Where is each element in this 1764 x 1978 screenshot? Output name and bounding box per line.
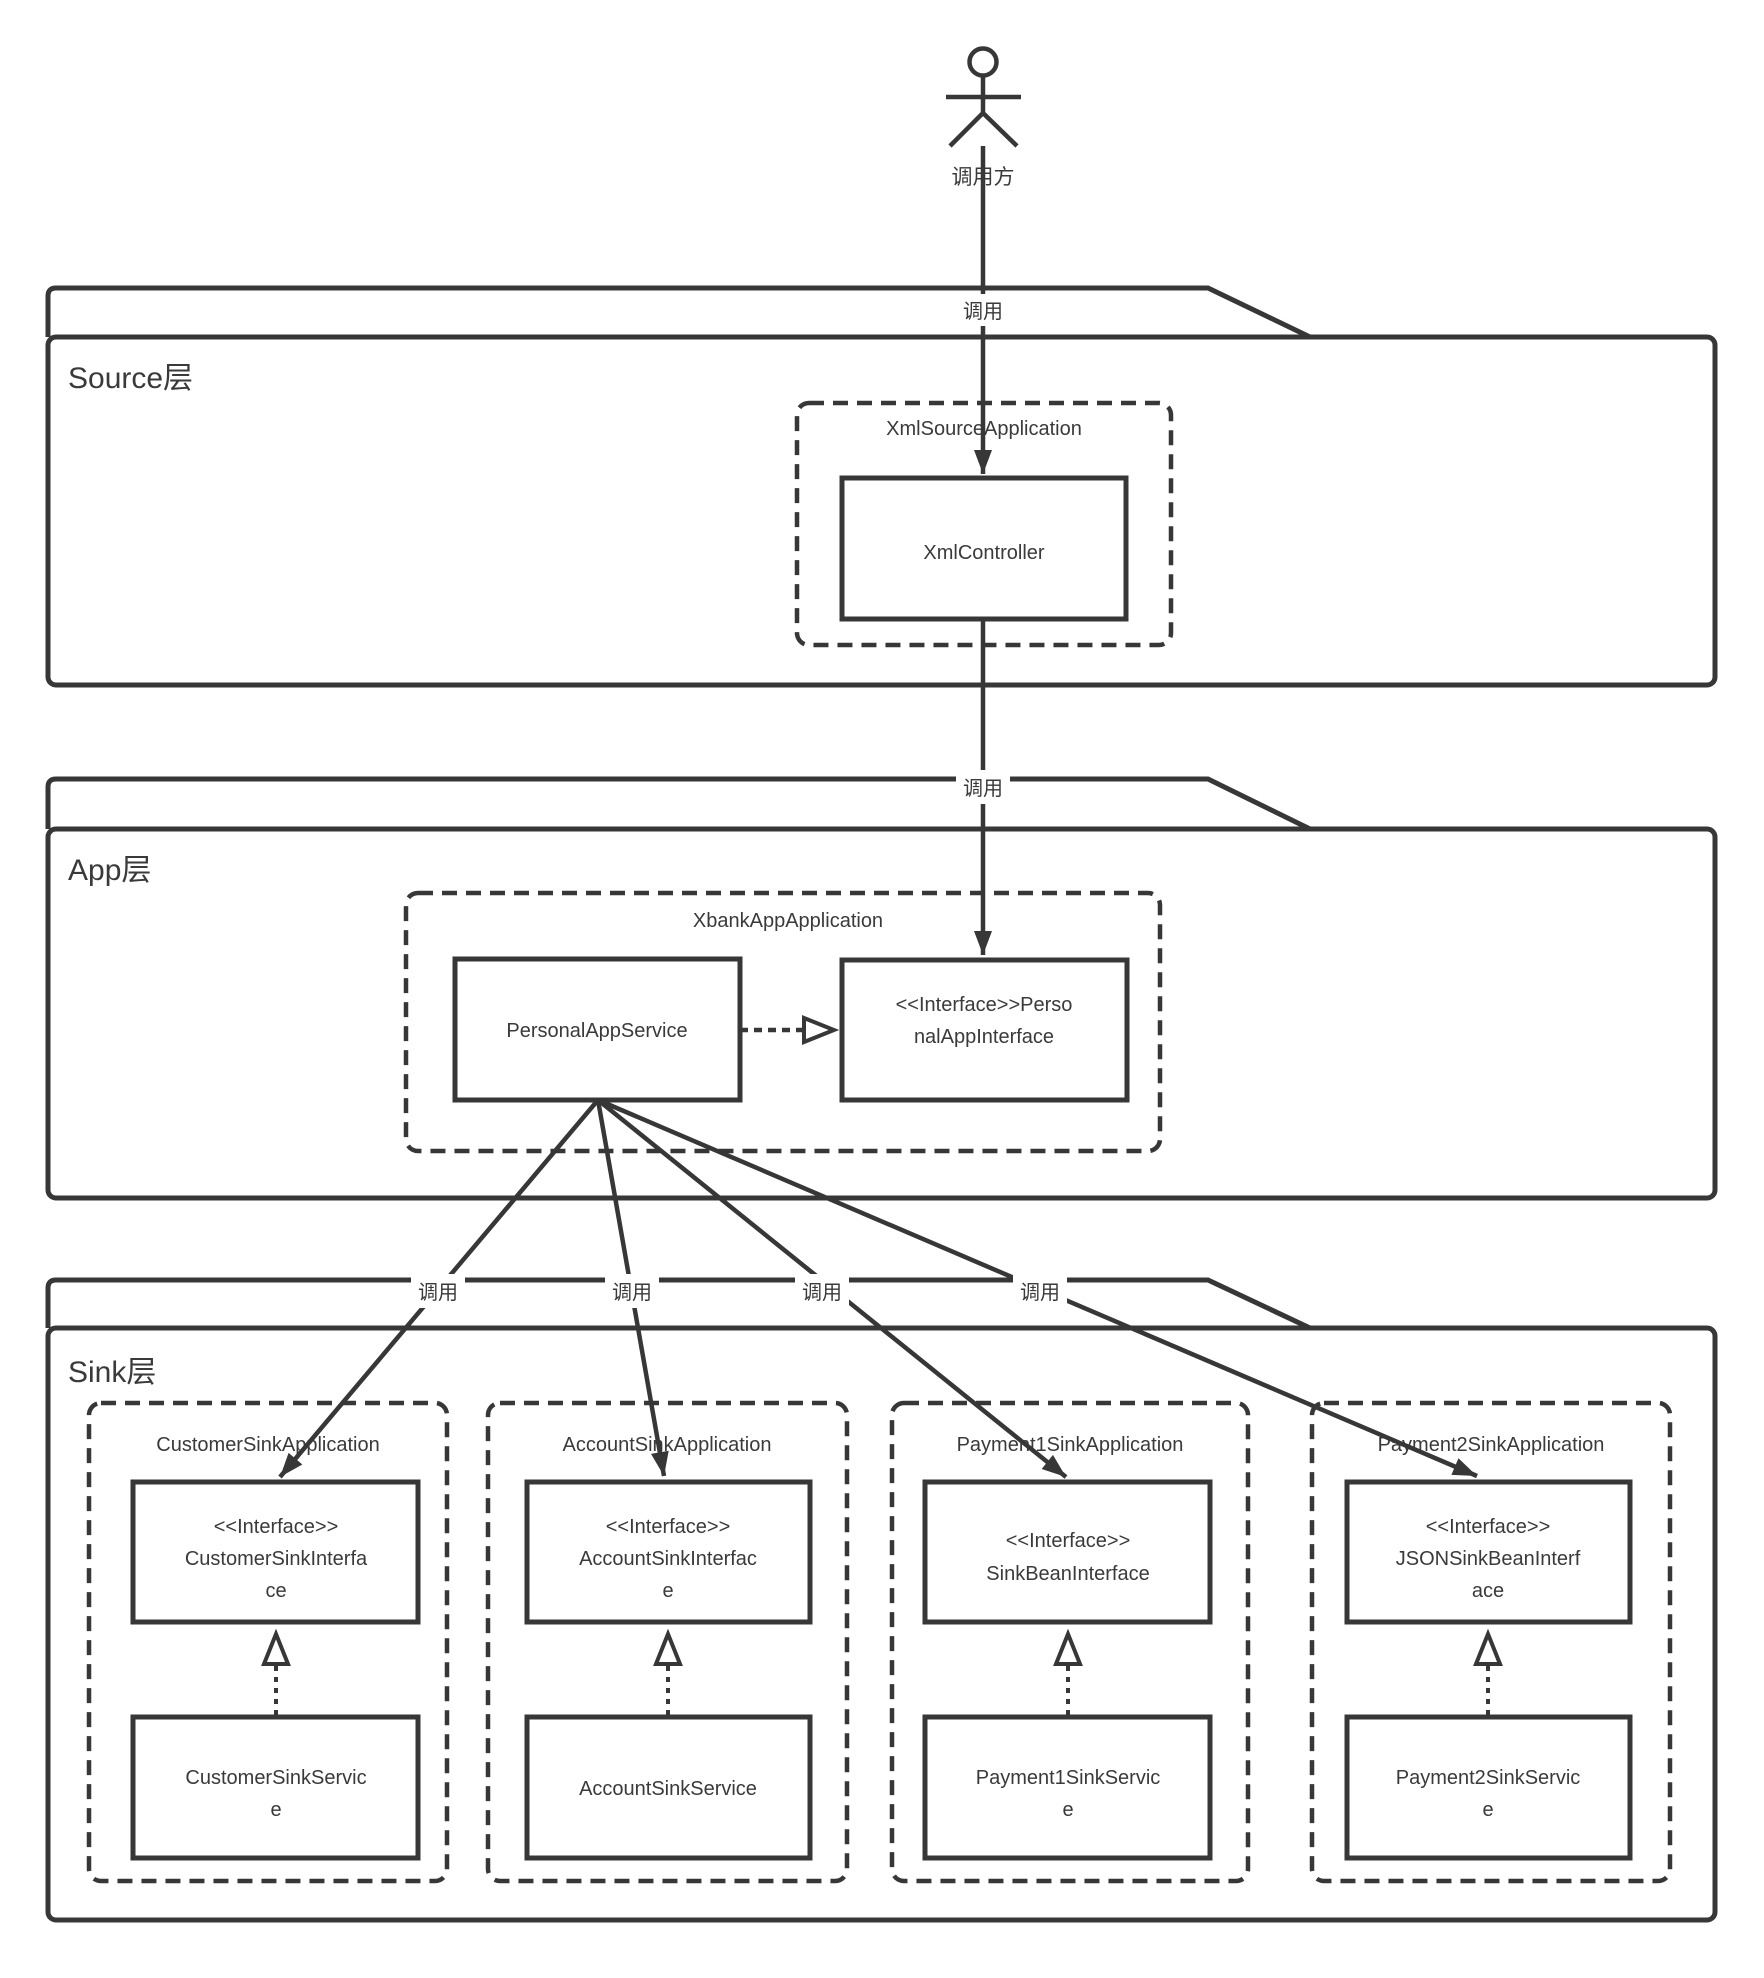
personal-app-service-label: PersonalAppService <box>506 1020 687 1042</box>
customer-sink-service-line-2: e <box>270 1799 281 1821</box>
sink-layer-title: Sink层 <box>68 1356 156 1389</box>
personal-app-service-box <box>452 956 743 1103</box>
customer-sink-interface-line-3: ce <box>265 1580 286 1602</box>
source-layer-tab <box>45 285 1312 340</box>
customer-sink-application-border <box>86 1400 450 1884</box>
payment2-sink-interface-line-1: <<Interface>> <box>1426 1516 1551 1538</box>
payment1-sink-service-line-2: e <box>1062 1799 1073 1821</box>
payment1-sink-service-box <box>922 1714 1213 1861</box>
xml-controller-label: XmlController <box>923 542 1044 564</box>
customer-sink-service-box <box>130 1714 421 1861</box>
account-sink-interface-line-3: e <box>662 1580 673 1602</box>
call-label-sink-4-text: 调用 <box>1020 1281 1060 1304</box>
customer-sink-interface-line-1: <<Interface>> <box>214 1516 339 1538</box>
xbank-app-application-title: XbankAppApplication <box>693 910 883 932</box>
payment2-sink-service-line-1: Payment2SinkServic <box>1396 1767 1581 1789</box>
customer-sink-interface-line-2: CustomerSinkInterfa <box>185 1548 368 1570</box>
actor-label: 调用方 <box>952 166 1015 189</box>
payment2-sink-application-container: Payment2SinkApplication <<Interface>> JS… <box>1309 1400 1673 1884</box>
payment1-sink-application-container: Payment1SinkApplication <<Interface>> Si… <box>889 1400 1251 1884</box>
customer-sink-application-title: CustomerSinkApplication <box>156 1434 379 1456</box>
personal-app-interface-line-1: <<Interface>>Perso <box>896 994 1073 1016</box>
payment1-sink-application-title: Payment1SinkApplication <box>957 1434 1184 1456</box>
payment1-sink-interface-line-1: <<Interface>> <box>1006 1530 1131 1552</box>
payment1-sink-interface-box <box>922 1479 1213 1625</box>
account-sink-application-border <box>485 1400 850 1884</box>
source-layer-title: Source层 <box>68 362 193 395</box>
xml-controller-box <box>839 475 1129 622</box>
payment2-sink-interface-line-3: ace <box>1472 1580 1504 1602</box>
customer-sink-application-container: CustomerSinkApplication <<Interface>> Cu… <box>86 1400 450 1884</box>
account-sink-application-title: AccountSinkApplication <box>562 1434 771 1456</box>
call-label-sink-1: 调用 <box>411 1274 465 1308</box>
payment2-sink-interface-line-2: JSONSinkBeanInterf <box>1396 1548 1581 1570</box>
call-label-sink-4: 调用 <box>1013 1274 1067 1308</box>
call-label-source: 调用 <box>956 294 1010 326</box>
call-label-sink-3-text: 调用 <box>802 1281 842 1304</box>
sink-layer-tab <box>45 1277 1312 1331</box>
call-label-sink-1-text: 调用 <box>418 1281 458 1304</box>
app-layer-tab <box>45 776 1312 832</box>
payment1-sink-application-border <box>889 1400 1251 1884</box>
customer-sink-service-line-1: CustomerSinkServic <box>185 1767 366 1789</box>
call-label-sink-3: 调用 <box>795 1274 849 1308</box>
customer-sink-interface-box <box>130 1479 421 1625</box>
account-sink-interface-box <box>524 1479 813 1625</box>
call-label-app: 调用 <box>956 770 1010 804</box>
payment1-sink-interface-line-2: SinkBeanInterface <box>986 1563 1149 1585</box>
payment2-sink-interface-box <box>1344 1479 1633 1625</box>
call-label-app-text: 调用 <box>963 777 1003 800</box>
call-label-source-text: 调用 <box>963 300 1003 323</box>
personal-app-interface-box <box>839 957 1130 1103</box>
payment2-sink-service-box <box>1344 1714 1633 1861</box>
payment2-sink-service-line-2: e <box>1482 1799 1493 1821</box>
xbank-app-application-border <box>403 890 1163 1154</box>
xbank-app-application-container: XbankAppApplication PersonalAppService <… <box>403 890 1163 1154</box>
app-layer-title: App层 <box>68 854 151 887</box>
account-sink-service-line-1: AccountSinkService <box>579 1778 757 1800</box>
account-sink-interface-line-2: AccountSinkInterfac <box>579 1548 757 1570</box>
personal-app-interface-line-2: nalAppInterface <box>914 1026 1054 1048</box>
payment2-sink-application-border <box>1309 1400 1673 1884</box>
call-label-sink-2: 调用 <box>605 1274 659 1308</box>
payment2-sink-application-title: Payment2SinkApplication <box>1378 1434 1605 1456</box>
account-sink-interface-line-1: <<Interface>> <box>606 1516 731 1538</box>
call-label-sink-2-text: 调用 <box>612 1281 652 1304</box>
account-sink-application-container: AccountSinkApplication <<Interface>> Acc… <box>485 1400 850 1884</box>
payment1-sink-service-line-1: Payment1SinkServic <box>976 1767 1161 1789</box>
actor-icon <box>946 46 1021 148</box>
account-sink-service-box <box>524 1714 813 1861</box>
